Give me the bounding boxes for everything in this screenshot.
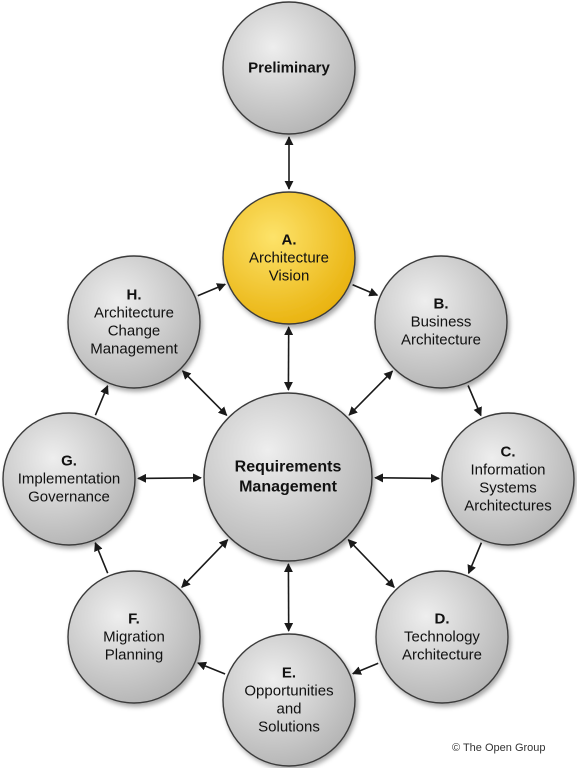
arrow-c-to-d [467,542,483,575]
phase-circle-a [222,191,356,325]
phase-letter: C. [501,444,516,461]
arrow-f-to-g [94,541,109,574]
connector-layer [94,136,483,675]
phase-label-line: Management [90,341,178,358]
phase-circle-requirements [203,392,373,562]
phase-letter: F. [128,611,140,628]
phase-label-line: Preliminary [248,60,330,77]
phase-letter: G. [61,453,77,470]
phase-circle-h [67,255,201,389]
phase-label-line: Information [470,462,545,479]
arrow-requirements-to-h [181,370,228,416]
phase-letter: B. [434,296,449,313]
phase-label-line: Architectures [464,498,552,515]
phase-circle-c [441,412,575,546]
phase-letter: E. [282,665,296,682]
arrow-requirements-to-d [347,539,395,588]
phase-circle-b [374,255,508,389]
phase-label-line: Implementation [18,471,121,488]
phase-label-line: Management [239,479,337,496]
arrow-requirements-to-b [348,370,394,416]
phase-label-line: Change [108,323,161,340]
phase-label-line: Architecture [94,305,174,322]
phase-circle-e [222,633,356,767]
phase-circle-f [67,570,201,704]
arrow-e-to-f [197,661,226,675]
phase-node-preliminary: Preliminary [222,1,356,135]
phase-label-line: Planning [105,647,163,664]
phase-label-line: Systems [479,480,537,497]
phase-circle-g [2,412,136,546]
phase-letter: H. [127,287,142,304]
arrow-requirements-to-c [374,473,440,483]
copyright-notice: © The Open Group [452,742,546,754]
phase-label-line: Solutions [258,719,320,736]
phase-label-line: Architecture [249,250,329,267]
phase-circle-preliminary [222,1,356,135]
arrow-g-to-h [94,384,109,416]
phase-label-line: Governance [28,489,110,506]
phase-label-line: Requirements [235,459,342,476]
phase-label-line: Opportunities [244,683,333,700]
phase-label-line: Architecture [401,332,481,349]
phase-label-line: Business [411,314,472,331]
phase-letter: A. [282,232,297,249]
arrow-b-to-c [467,385,482,417]
arrow-requirements-to-g [137,473,202,483]
phase-label-line: Architecture [402,647,482,664]
phase-label-line: Technology [404,629,480,646]
phase-label-line: Vision [269,268,310,285]
arrow-d-to-e [351,662,379,675]
phase-circle-d [375,570,509,704]
arrow-h-to-a [197,283,227,297]
phase-label-line: and [276,701,301,718]
phase-letter: D. [435,611,450,628]
arrow-requirements-to-f [181,539,229,588]
arrow-a-to-b [352,284,379,297]
phase-label-line: Migration [103,629,165,646]
